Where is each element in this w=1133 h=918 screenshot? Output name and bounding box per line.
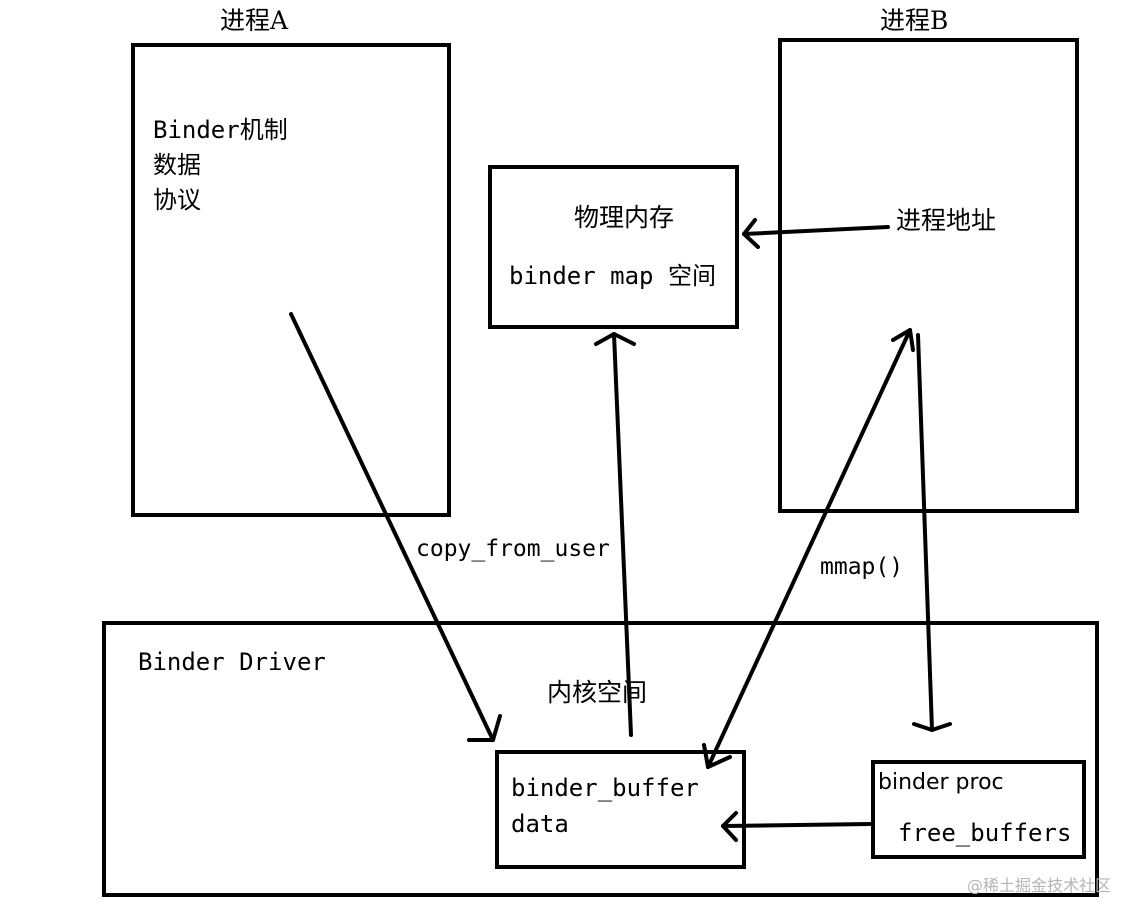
arrow-address-to-physical-memory xyxy=(742,218,890,249)
binder-proc-box xyxy=(871,760,1086,859)
binder-driver-box xyxy=(102,621,1099,897)
binder-proc-line-1: binder proc xyxy=(878,770,1004,795)
process-b-box xyxy=(778,38,1079,513)
binder-buffer-line-2: data xyxy=(511,810,569,838)
binder-map-space-label: binder map 空间 xyxy=(509,262,716,290)
arrow-mmap-bidirectional xyxy=(702,328,915,769)
arrow-process-b-to-binder-proc xyxy=(912,333,952,732)
physical-memory-title: 物理内存 xyxy=(574,203,675,232)
binder-buffer-box xyxy=(495,750,746,869)
binder-driver-title: Binder Driver xyxy=(138,648,326,676)
mmap-label: mmap() xyxy=(820,554,904,580)
arrow-buffer-to-physical-memory xyxy=(594,332,636,737)
process-address-label: 进程地址 xyxy=(896,206,997,235)
process-b-title: 进程B xyxy=(880,6,949,35)
copy-from-user-label: copy_from_user xyxy=(416,536,610,562)
binder-proc-line-2: free_buffers xyxy=(898,819,1072,847)
process-a-line-1: Binder机制 xyxy=(153,116,288,144)
binder-buffer-line-1: binder_buffer xyxy=(511,774,699,802)
process-a-box xyxy=(131,43,451,517)
process-a-line-2: 数据 xyxy=(153,151,201,179)
physical-memory-box xyxy=(488,165,739,329)
arrow-copy-from-user xyxy=(289,312,502,742)
arrow-free-buffers-to-buffer xyxy=(721,811,872,842)
process-a-line-3: 协议 xyxy=(153,186,201,214)
watermark-text: @稀土掘金技术社区 xyxy=(966,876,1111,895)
process-a-title: 进程A xyxy=(220,6,289,35)
